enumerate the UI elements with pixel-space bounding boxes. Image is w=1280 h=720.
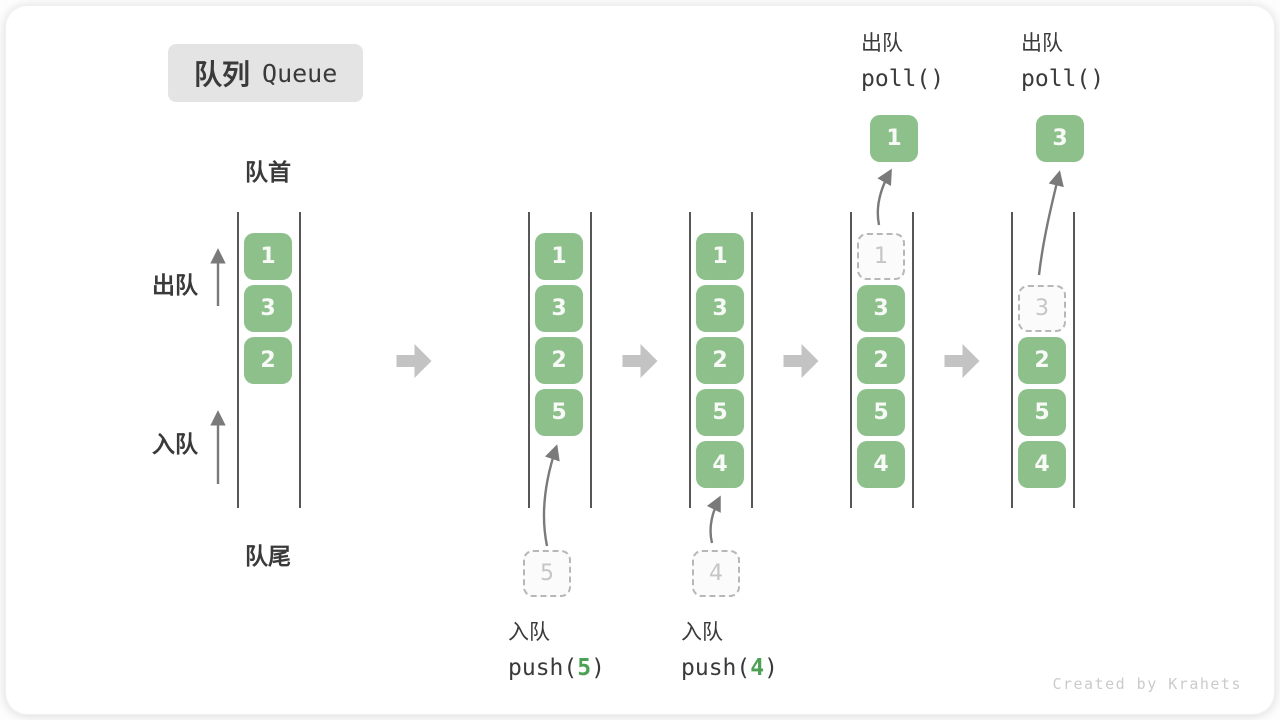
pending-push-element: 5	[523, 550, 571, 597]
poll-movement-arrow	[876, 168, 892, 226]
queue-element: 2	[244, 337, 292, 384]
operation-label-zh: 出队	[861, 31, 903, 55]
rail-left-queue-3	[689, 212, 691, 508]
queue-element: 5	[535, 389, 583, 436]
code-arg: 5	[577, 655, 592, 681]
operation-code: push(4)	[681, 655, 778, 681]
operation-label: 入队 push(5)	[508, 616, 605, 681]
rail-left-queue-4	[850, 212, 852, 508]
queue-element: 3	[696, 285, 744, 332]
push-movement-arrow	[706, 495, 721, 544]
operation-label: 出队 poll()	[1021, 27, 1104, 92]
state-transition-arrow	[396, 344, 432, 378]
operation-label: 入队 push(4)	[681, 616, 778, 681]
label-dequeue-side: 出队	[152, 273, 198, 299]
operation-label-zh: 入队	[681, 620, 723, 644]
rail-right-queue-1	[299, 212, 301, 508]
operation-label-zh: 出队	[1021, 31, 1063, 55]
rail-right-queue-2	[590, 212, 592, 508]
operation-code: poll()	[1021, 66, 1105, 92]
queue-element: 1	[696, 233, 744, 280]
title-badge: 队列 Queue	[168, 44, 364, 102]
queue-element: 3	[857, 285, 905, 332]
rail-right-queue-3	[751, 212, 753, 508]
title-zh: 队列	[194, 58, 251, 91]
state-transition-arrow	[783, 344, 819, 378]
label-queue-rear: 队尾	[245, 544, 291, 570]
watermark: Created by Krahets	[1052, 675, 1242, 693]
queue-element: 4	[1018, 441, 1066, 488]
queue-element: 2	[1018, 337, 1066, 384]
rail-left-queue-5	[1011, 212, 1013, 508]
operation-label-zh: 入队	[508, 620, 550, 644]
queue-element: 5	[1018, 389, 1066, 436]
code-suffix: )	[764, 655, 778, 681]
queue-element: 3	[244, 285, 292, 332]
queue-element: 3	[535, 285, 583, 332]
queue-element: 1	[244, 233, 292, 280]
queue-element: 2	[696, 337, 744, 384]
queue-element: 5	[857, 389, 905, 436]
operation-label: 出队 poll()	[861, 27, 944, 92]
queue-element: 1	[535, 233, 583, 280]
queue-element: 2	[857, 337, 905, 384]
polled-element: 1	[870, 115, 918, 162]
code-prefix: push(	[681, 655, 751, 681]
queue-element: 4	[696, 441, 744, 488]
label-queue-front: 队首	[245, 160, 291, 186]
ghost-element: 3	[1018, 285, 1066, 332]
title-en: Queue	[262, 58, 338, 88]
rail-right-queue-4	[912, 212, 914, 508]
push-movement-arrow	[542, 444, 560, 547]
label-enqueue-side: 入队	[152, 432, 198, 458]
code-arg: 4	[750, 655, 765, 681]
queue-element: 4	[857, 441, 905, 488]
code-suffix: )	[591, 655, 605, 681]
poll-movement-arrow	[1037, 170, 1064, 276]
ghost-element: 1	[857, 233, 905, 280]
queue-element: 2	[535, 337, 583, 384]
queue-element: 5	[696, 389, 744, 436]
operation-code: push(5)	[508, 655, 605, 681]
state-transition-arrow	[622, 344, 658, 378]
operation-code: poll()	[861, 66, 945, 92]
rail-left-queue-1	[237, 212, 239, 508]
state-transition-arrow	[944, 344, 980, 378]
rail-left-queue-2	[528, 212, 530, 508]
polled-element: 3	[1036, 115, 1084, 162]
code-prefix: push(	[508, 655, 578, 681]
rail-right-queue-5	[1073, 212, 1075, 508]
pending-push-element: 4	[692, 550, 740, 597]
